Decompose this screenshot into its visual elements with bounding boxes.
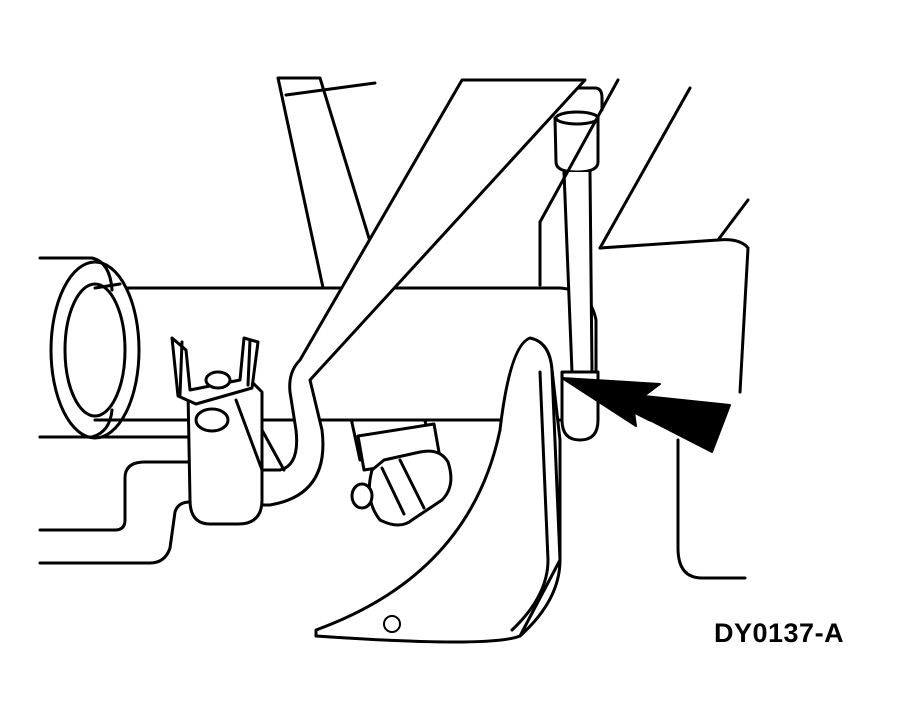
figure-id-label: DY0137-A	[714, 618, 845, 648]
suspension-arm	[314, 336, 562, 644]
stabilizer-bushing-bracket	[170, 336, 286, 526]
callout-arrow	[561, 377, 731, 453]
stabilizer-link	[538, 78, 750, 580]
